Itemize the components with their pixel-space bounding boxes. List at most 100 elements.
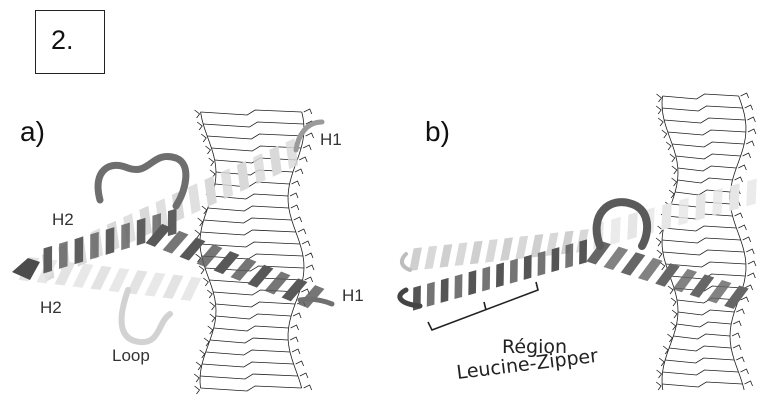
dna-base-pair xyxy=(673,333,731,340)
dna-backbone xyxy=(287,111,305,389)
helix-coil xyxy=(126,270,148,295)
dna-sugar xyxy=(201,204,300,215)
dna-sugar xyxy=(657,116,756,127)
helix-coil xyxy=(689,274,715,298)
dna-base-pair xyxy=(207,133,304,140)
dna-base-pair xyxy=(664,117,746,124)
helix-coil xyxy=(485,239,498,263)
helix-coil xyxy=(523,254,532,280)
label-loop: Loop xyxy=(112,346,150,365)
panel-b-loop xyxy=(592,198,652,250)
dna-sugar xyxy=(667,284,754,295)
dna-sugar xyxy=(209,300,306,311)
dna-sugar xyxy=(656,92,750,103)
helix-coil xyxy=(43,245,53,274)
label-h2-top: H2 xyxy=(52,210,74,229)
dna-sugar xyxy=(670,320,742,331)
panel-b-left-hook xyxy=(397,287,423,309)
helix-coil xyxy=(603,246,629,271)
helix-coil xyxy=(537,250,546,276)
dna-sugar xyxy=(671,176,743,187)
dna-sugar xyxy=(206,288,310,299)
dna-base-pair xyxy=(213,289,300,296)
dna-base-pair xyxy=(662,369,739,376)
dna-base-pair xyxy=(209,337,289,344)
helix-coil xyxy=(162,230,189,254)
dna-base-pair xyxy=(215,313,292,320)
dna-base-pair xyxy=(203,121,304,128)
helix-coil xyxy=(746,178,757,207)
dna-base-pair xyxy=(662,249,745,256)
dna-sugar xyxy=(670,296,749,307)
helix-coil xyxy=(121,222,130,251)
dna-sugar xyxy=(194,108,313,119)
dna-sugar xyxy=(655,380,753,391)
panel-a-helix-dark xyxy=(43,208,325,309)
helix-coil xyxy=(105,227,115,255)
dna-sugar xyxy=(669,152,751,163)
helix-coil xyxy=(188,183,201,215)
dna-sugar xyxy=(662,344,742,355)
label-h1-right: H1 xyxy=(342,286,364,305)
panel-a-loop-top xyxy=(94,153,190,210)
helix-coil xyxy=(661,202,672,231)
dna-sugar xyxy=(671,308,745,319)
dna-sugar xyxy=(199,348,301,359)
dna-sugar xyxy=(667,332,741,343)
helix-coil xyxy=(90,265,112,290)
dna-base-pair xyxy=(200,241,301,248)
figure-number-box: 2. xyxy=(35,10,105,74)
helix-coil xyxy=(565,243,574,269)
helix-coil xyxy=(298,285,325,309)
helix-coil xyxy=(253,153,266,185)
helix-coil xyxy=(204,175,217,207)
helix-coil xyxy=(712,188,723,216)
dna-sugar xyxy=(657,224,747,235)
panel-b-label: b) xyxy=(425,116,450,147)
dna-base-pair xyxy=(201,253,304,260)
helix-coil xyxy=(220,168,234,200)
panel-a-dna xyxy=(193,108,315,395)
helix-coil xyxy=(179,237,206,261)
helix-coil xyxy=(108,268,130,293)
helix-coil xyxy=(439,244,453,268)
helix-coil xyxy=(213,251,240,275)
helix-coil xyxy=(454,242,468,266)
helix-coil xyxy=(269,145,282,177)
helix-coil xyxy=(482,266,491,292)
helix-coil xyxy=(560,230,574,255)
panel-a-label: a) xyxy=(20,116,45,147)
dna-sugar xyxy=(200,132,314,143)
dna-sugar xyxy=(205,144,312,155)
dna-backbone xyxy=(729,95,747,391)
dna-base-pair xyxy=(200,109,302,116)
dna-sugar xyxy=(655,236,752,247)
dna-sugar xyxy=(197,216,303,227)
helix-coil xyxy=(579,239,588,265)
panel-b-left-tail xyxy=(399,252,412,272)
helix-coil xyxy=(509,258,518,284)
panel-b-helix-dark xyxy=(412,239,749,311)
dna-base-pair xyxy=(662,105,743,112)
dna-sugar xyxy=(196,120,315,131)
dna-base-pair xyxy=(200,373,298,380)
helix-coil xyxy=(230,257,257,281)
helix-coil xyxy=(236,160,250,192)
dna-base-pair xyxy=(669,345,732,352)
dna-base-pair xyxy=(675,153,741,160)
dna-sugar xyxy=(659,260,757,271)
helix-coil xyxy=(530,234,544,258)
dna-sugar xyxy=(198,264,315,275)
helix-coil xyxy=(500,237,513,261)
helix-coil xyxy=(469,240,483,265)
figure-number: 2. xyxy=(51,25,74,55)
helix-coil xyxy=(672,268,698,293)
dna-base-pair xyxy=(211,145,302,152)
dna-sugar xyxy=(194,384,313,395)
dna-sugar xyxy=(656,368,749,379)
dna-base-pair xyxy=(665,357,735,364)
helix-coil xyxy=(729,183,740,212)
dna-sugar xyxy=(195,360,304,371)
